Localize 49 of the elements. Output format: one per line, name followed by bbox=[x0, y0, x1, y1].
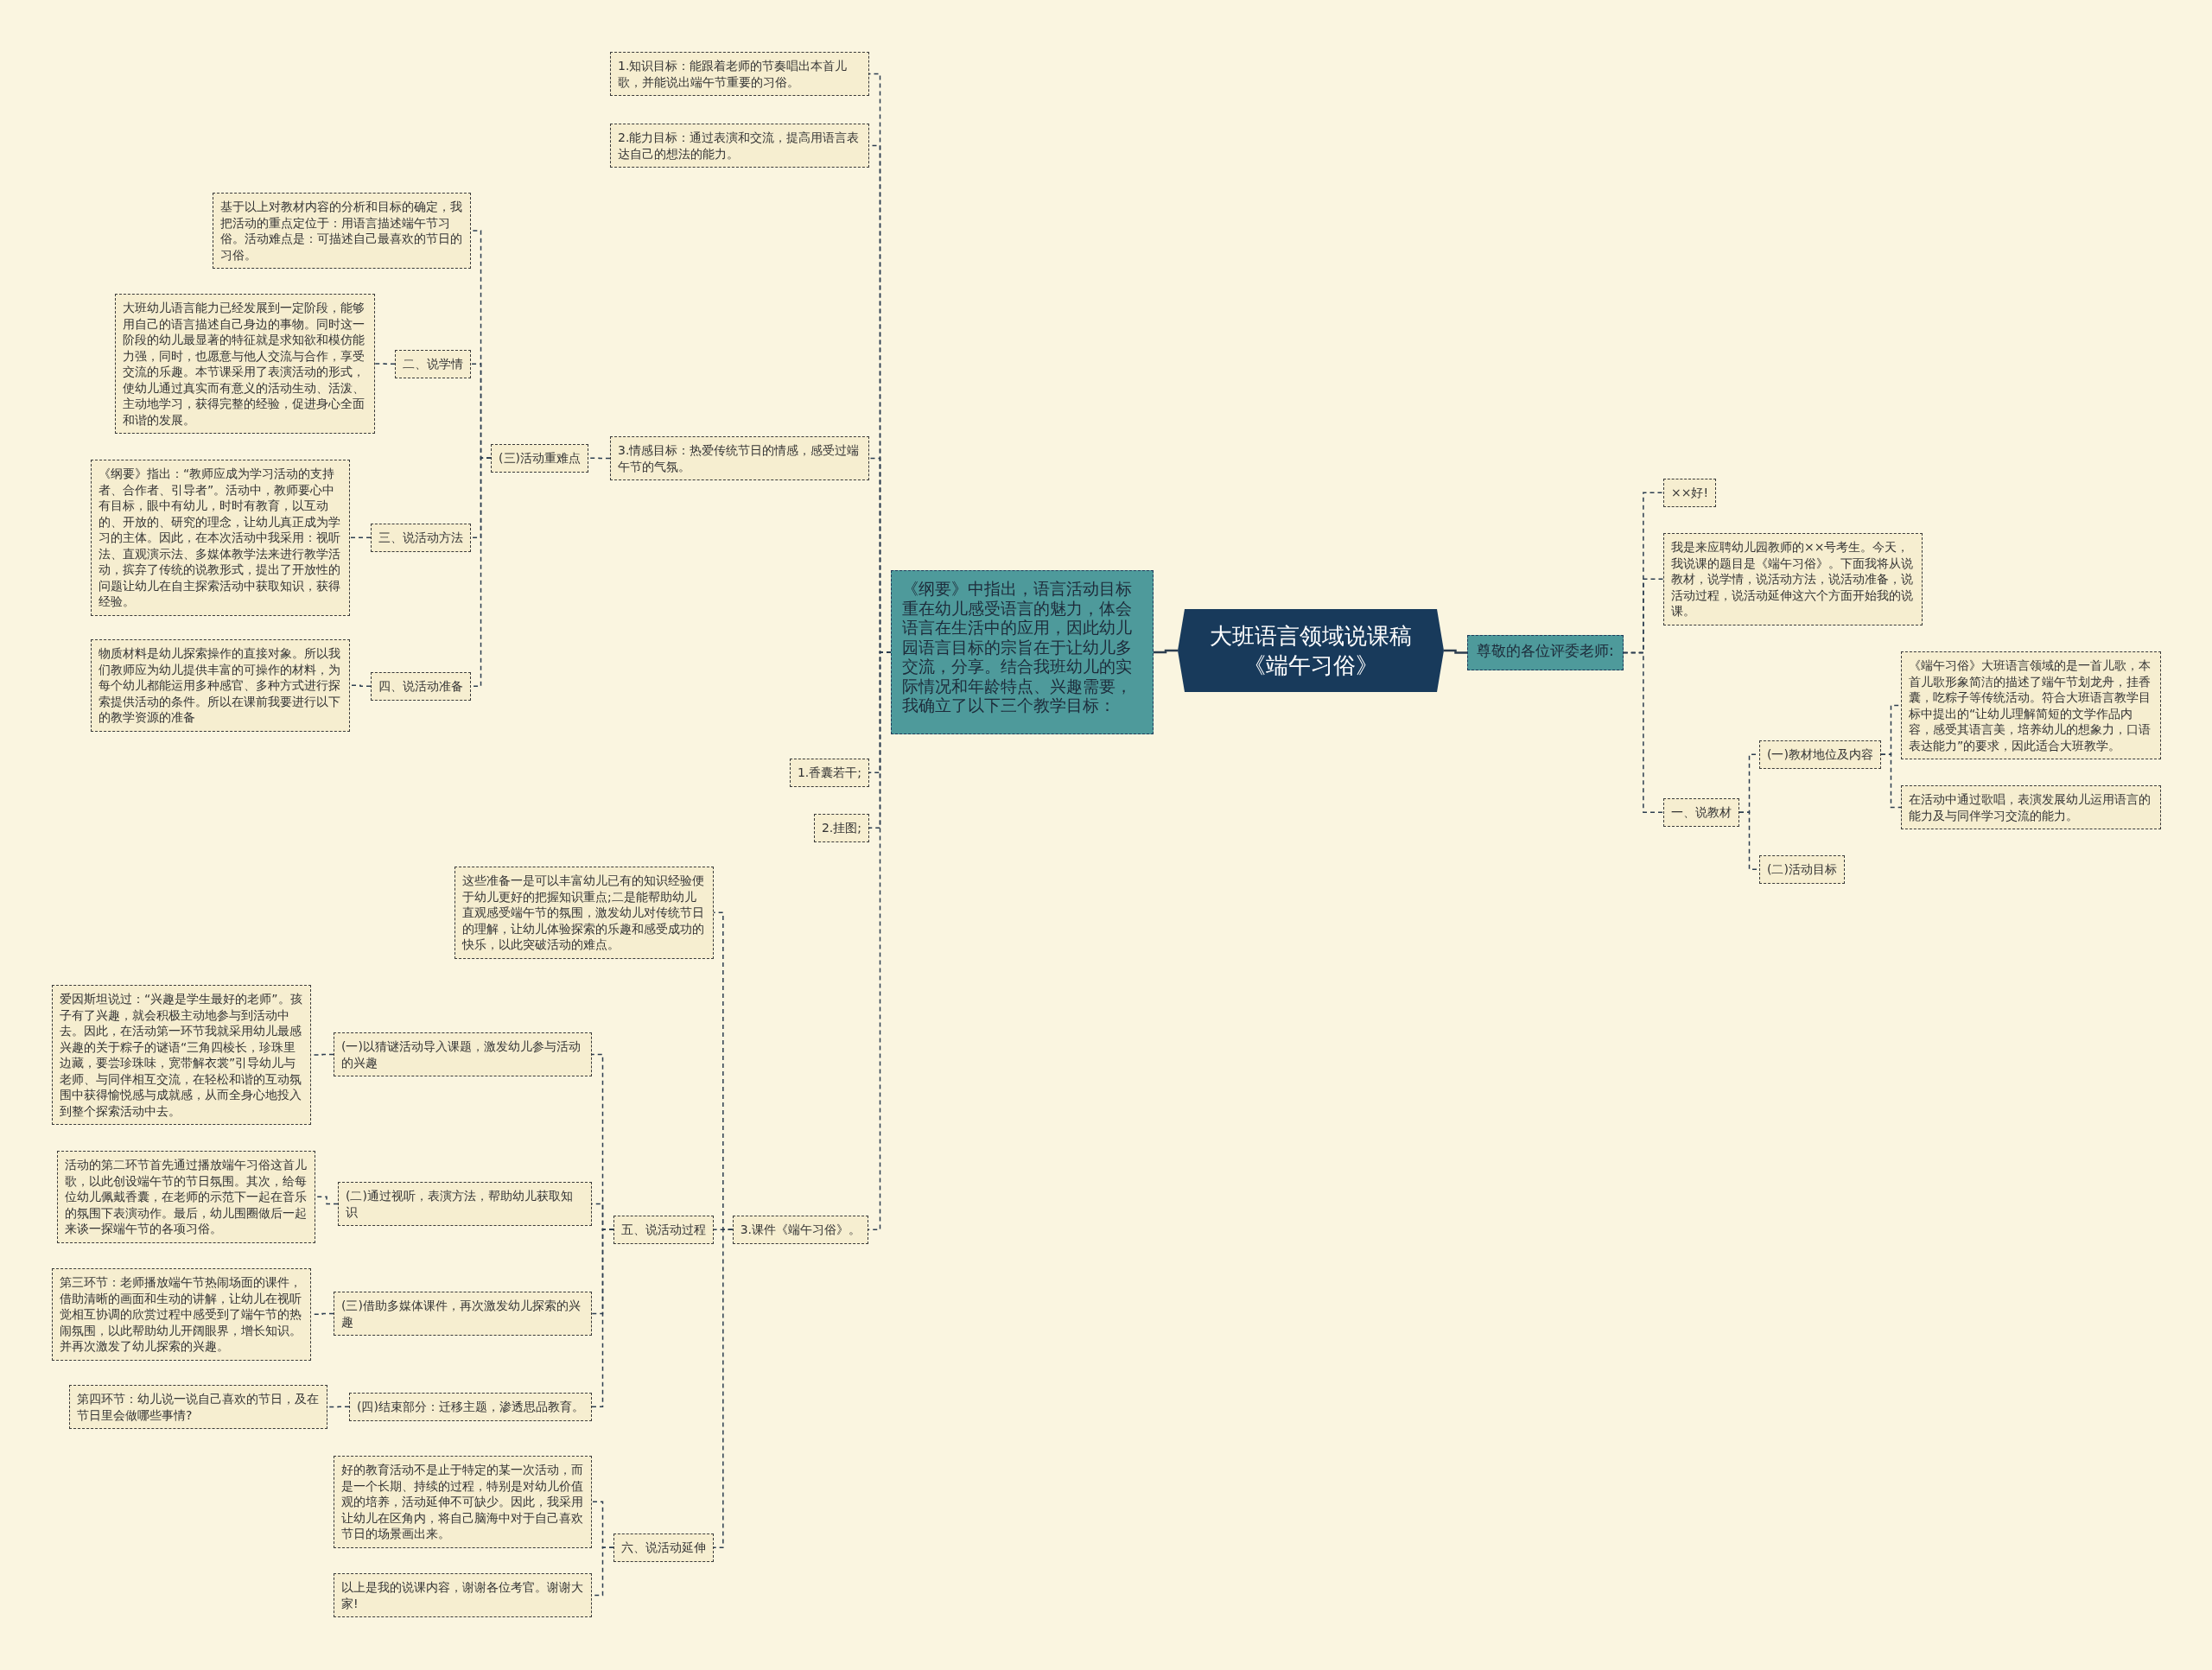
topic-box: 1.香囊若干; bbox=[789, 759, 869, 787]
topic-box: 2.挂图; bbox=[813, 814, 869, 842]
topic-box: 好的教育活动不是止于特定的某一次活动，而是一个长期、持续的过程，特别是对幼儿价值观的培养，活动延伸不可缺少。因此，我采用让幼儿在区角内，将自己脑海中对于自己喜欢节日的场景画出来。 bbox=[334, 1456, 592, 1548]
connector-line bbox=[713, 1229, 734, 1548]
topic-box: 爱因斯坦说过：“兴趣是学生最好的老师”。孩子有了兴趣，就会积极主动地参与到活动中去。因此，在活动第一环节我就采用幼儿最感兴趣的关于粽子的谜语“三角四棱长，珍珠里边藏，要尝珍珠味，宽带解衣裳”引导幼儿与老师、与同伴相互交流，在轻松和谐的互动氛围中获得愉悦感与成就感，从而全身心地投入到整个探索活动中去。 bbox=[52, 985, 311, 1125]
topic-box: (四)结束部分：迁移主题，渗透思品教育。 bbox=[349, 1393, 592, 1421]
topic-box: 基于以上对教材内容的分析和目标的确定，我把活动的重点定位于：用语言描述端午节习俗。活动难点是：可描述自己最喜欢的节日的习俗。 bbox=[213, 193, 471, 269]
central-topic: 大班语言领域说课稿《端午习俗》 bbox=[1178, 609, 1444, 692]
connector-line bbox=[327, 1406, 350, 1408]
topic-box: (三)借助多媒体课件，再次激发幼儿探索的兴趣 bbox=[334, 1292, 592, 1336]
topic-box: 五、说活动过程 bbox=[613, 1216, 714, 1244]
topic-box: 3.情感目标：热爱传统节日的情感，感受过端午节的气氛。 bbox=[610, 436, 869, 480]
connector-line bbox=[1154, 649, 1178, 654]
topic-box: 六、说活动延伸 bbox=[613, 1533, 714, 1562]
topic-box: 3.课件《端午习俗》。 bbox=[732, 1216, 868, 1244]
topic-box: 物质材料是幼儿探索操作的直接对象。所以我们教师应为幼儿提供丰富的可操作的材料，为每个幼儿都能运用多种感官、多种方式进行探索提供活动的条件。所以在课前我要进行以下的教学资源的准备 bbox=[91, 639, 350, 732]
topic-box: 三、说活动方法 bbox=[371, 524, 471, 552]
topic-box: (二)通过视听，表演方法，帮助幼儿获取知识 bbox=[338, 1182, 592, 1226]
topic-box: 以上是我的说课内容，谢谢各位考官。谢谢大家! bbox=[334, 1573, 592, 1617]
topic-box: 二、说学情 bbox=[395, 350, 471, 378]
topic-box: 第三环节：老师播放端午节热闹场面的课件，借助清晰的画面和生动的讲解，让幼儿在视听觉相互协调的欣赏过程中感受到了端午节的热闹氛围，以此帮助幼儿开阔眼界，增长知识。并再次激发了幼儿探索的兴趣。 bbox=[52, 1268, 311, 1361]
topic-box: 《端午习俗》大班语言领域的是一首儿歌，本首儿歌形象简洁的描述了端午节划龙舟，挂香囊，吃粽子等传统活动。符合大班语言教学目标中提出的“让幼儿理解简短的文学作品内容，感受其语言美，培养幼儿的想象力，口语表达能力”的要求，因此适合大班教学。 bbox=[1901, 651, 2161, 759]
topic-box: 这些准备一是可以丰富幼儿已有的知识经验便于幼儿更好的把握知识重点;二是能帮助幼儿直观感受端午节的氛围，激发幼儿对传统节日的理解，让幼儿体验探索的乐趣和感受成功的快乐，以此突破活动的难点。 bbox=[454, 867, 714, 959]
topic-box: 活动的第二环节首先通过播放端午习俗这首儿歌，以此创设端午节的节日氛围。其次，给每位幼儿佩戴香囊，在老师的示范下一起在音乐的氛围下表演动作。最后，幼儿围圈做后一起来谈一探端午节的各项习俗。 bbox=[57, 1151, 315, 1243]
connector-line bbox=[591, 1229, 614, 1407]
connector-line bbox=[315, 1196, 339, 1205]
topic-box: 在活动中通过歌唱，表演发展幼儿运用语言的能力及与同伴学习交流的能力。 bbox=[1901, 785, 2161, 829]
topic-box: (二)活动目标 bbox=[1759, 855, 1845, 884]
topic-box: 一、说教材 bbox=[1663, 798, 1739, 827]
topic-box: 尊敬的各位评委老师: bbox=[1467, 635, 1624, 670]
connector-line bbox=[349, 537, 372, 538]
topic-box: 《纲要》指出：“教师应成为学习活动的支持者、合作者、引导者”。活动中，教师要心中有目标，眼中有幼儿，时时有教育，以互动的、开放的、研究的理念，让幼儿真正成为学习的主体。因此，在本次活动中我采用：视听法、直观演示法、多媒体教学法来进行教学活动，摈弃了传统的说教形式，提出了开放性的问题让幼儿在自主探索活动中获取知识，获得经验。 bbox=[91, 460, 350, 616]
topic-box: 《纲要》中指出，语言活动目标重在幼儿感受语言的魅力，体会语言在生活中的应用，因此幼儿园语言目标的宗旨在于让幼儿多交流，分享。结合我班幼儿的实际情况和年龄特点、兴趣需要，我确立了以下三个教学目标： bbox=[891, 570, 1154, 734]
connector-line bbox=[1623, 651, 1664, 813]
topic-box: 2.能力目标：通过表演和交流，提高用语言表达自己的想法的能力。 bbox=[610, 124, 869, 168]
topic-box: (一)教材地位及内容 bbox=[1759, 740, 1881, 769]
topic-box: 1.知识目标：能跟着老师的节奏唱出本首儿歌，并能说出端午节重要的习俗。 bbox=[610, 52, 869, 96]
topic-box: 我是来应聘幼儿园教师的××号考生。今天，我说课的题目是《端午习俗》。下面我将从说教材，说学情，说活动方法，说活动准备，说活动过程，说活动延伸这六个方面开始我的说课。 bbox=[1663, 533, 1923, 625]
connector-line bbox=[349, 684, 372, 687]
topic-box: (一)以猜谜活动导入课题，激发幼儿参与活动的兴趣 bbox=[334, 1032, 592, 1076]
topic-box: 第四环节：幼儿说一说自己喜欢的节日，及在节日里会做哪些事情? bbox=[69, 1385, 327, 1429]
connector-line bbox=[374, 363, 396, 365]
topic-box: 大班幼儿语言能力已经发展到一定阶段，能够用自己的语言描述自己身边的事物。同时这一阶段的幼儿最显著的特征就是求知欲和模仿能力强，同时，也愿意与他人交流与合作，享受交流的乐趣。本节课采用了表演活动的形式，使幼儿通过真实而有意义的活动生动、活泼、主动地学习，获得完整的经验，促进身心全面和谐的发展。 bbox=[115, 294, 375, 434]
topic-box: 四、说活动准备 bbox=[371, 672, 471, 701]
topic-box: ××好! bbox=[1663, 479, 1717, 507]
connector-line bbox=[588, 457, 611, 460]
topic-box: (三)活动重难点 bbox=[491, 444, 588, 473]
connector-line bbox=[1880, 753, 1902, 809]
connector-line bbox=[1444, 649, 1467, 654]
